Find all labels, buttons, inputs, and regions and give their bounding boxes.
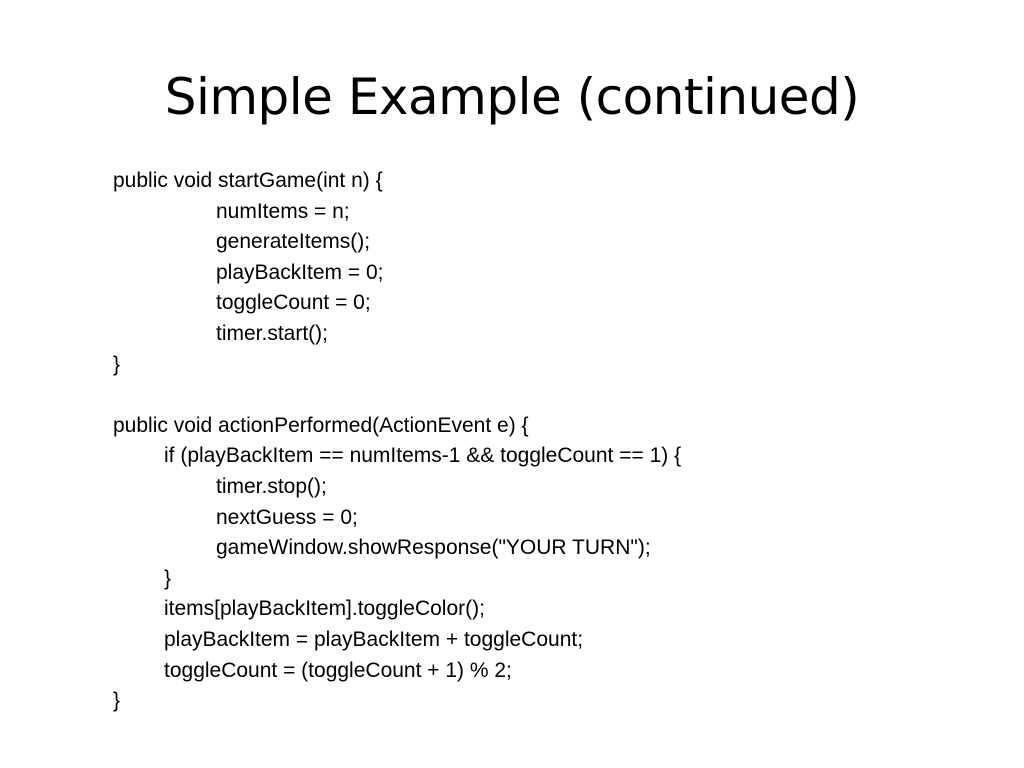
code-line: timer.stop(); (216, 474, 327, 498)
code-line: toggleCount = (toggleCount + 1) % 2; (164, 658, 512, 682)
code-line-blank (113, 380, 993, 411)
code-line: public void actionPerformed(ActionEvent … (113, 413, 529, 437)
code-line: gameWindow.showResponse("YOUR TURN"); (216, 536, 651, 560)
code-line: generateItems(); (216, 230, 371, 254)
code-line: if (playBackItem == numItems-1 && toggle… (164, 444, 682, 468)
code-line: playBackItem = playBackItem + toggleCoun… (164, 627, 584, 651)
code-line: } (113, 689, 121, 713)
code-line: playBackItem = 0; (216, 260, 384, 284)
code-block: public void startGame(int n) { numItems … (113, 166, 993, 717)
code-line: items[playBackItem].toggleColor(); (164, 597, 485, 621)
code-line: timer.start(); (216, 321, 329, 345)
code-line: nextGuess = 0; (216, 505, 358, 529)
code-line: toggleCount = 0; (216, 291, 371, 315)
code-line: public void startGame(int n) { (113, 169, 383, 192)
slide-title: Simple Example (continued) (164, 68, 860, 126)
code-line: } (164, 566, 172, 590)
code-line: numItems = n; (216, 199, 350, 223)
code-line: } (113, 352, 121, 376)
